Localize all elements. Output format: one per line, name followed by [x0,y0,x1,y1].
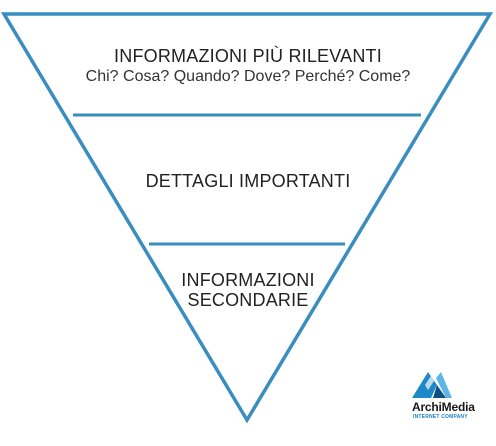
logo-tagline: INTERNET COMPANY [413,414,468,420]
logo-name: ArchiMedia [412,400,475,414]
tier-2-title: DETTAGLI IMPORTANTI [145,171,351,191]
tier-3-title-line-2: SECONDARIE [187,290,309,310]
tier-1-subtitle: Chi? Cosa? Quando? Dove? Perché? Come? [85,68,411,85]
tier-3-title-line-1: INFORMAZIONI [181,270,315,290]
archimedia-logo-icon [412,372,452,398]
tier-1-title: INFORMAZIONI PIÙ RILEVANTI [114,46,382,66]
